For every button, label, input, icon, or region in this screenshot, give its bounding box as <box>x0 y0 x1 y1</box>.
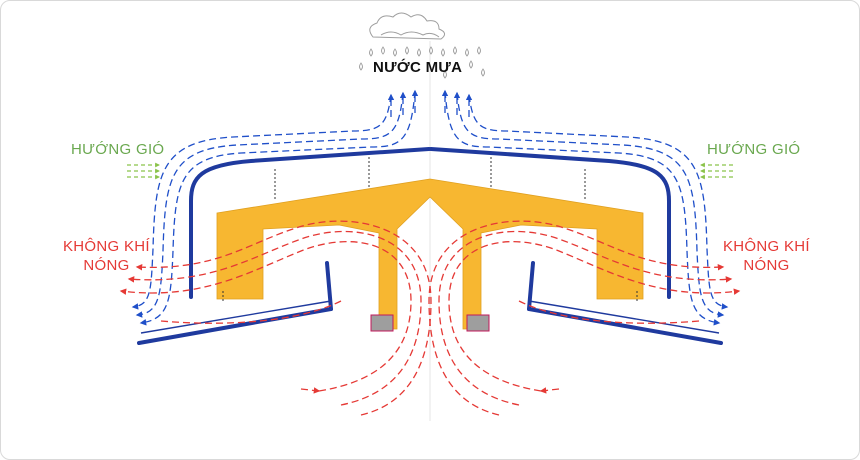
roof-truss <box>216 178 644 330</box>
roof-sheet-thin <box>140 300 720 334</box>
rain-label: NƯỚC MƯA <box>373 59 463 76</box>
wind-label-right: HƯỚNG GIÓ <box>707 141 801 158</box>
roof-sheet <box>137 147 723 345</box>
hot-air-flow-right <box>428 220 741 416</box>
hot-air-label-left: KHÔNG KHÍ NÓNG <box>63 237 150 275</box>
rain-flow-right <box>441 89 729 326</box>
hot-air-label-left-line2: NÓNG <box>83 257 130 274</box>
hot-air-label-right-line2: NÓNG <box>743 257 790 274</box>
hangers <box>222 157 638 303</box>
hot-air-entry <box>300 387 560 394</box>
hot-air-label-left-line1: KHÔNG KHÍ <box>63 238 150 255</box>
wind-label-left: HƯỚNG GIÓ <box>71 141 165 158</box>
support-pad-left <box>370 314 394 332</box>
cloud-icon <box>369 12 445 40</box>
raindrop-icon <box>359 46 485 79</box>
rain-flow-left <box>131 89 419 326</box>
wind-arrows-right <box>700 162 733 180</box>
hot-air-label-right: KHÔNG KHÍ NÓNG <box>723 237 810 275</box>
hot-air-flow-left <box>119 220 432 416</box>
hot-air-label-right-line1: KHÔNG KHÍ <box>723 238 810 255</box>
support-pad-right <box>466 314 490 332</box>
wind-arrows-left <box>127 162 160 180</box>
